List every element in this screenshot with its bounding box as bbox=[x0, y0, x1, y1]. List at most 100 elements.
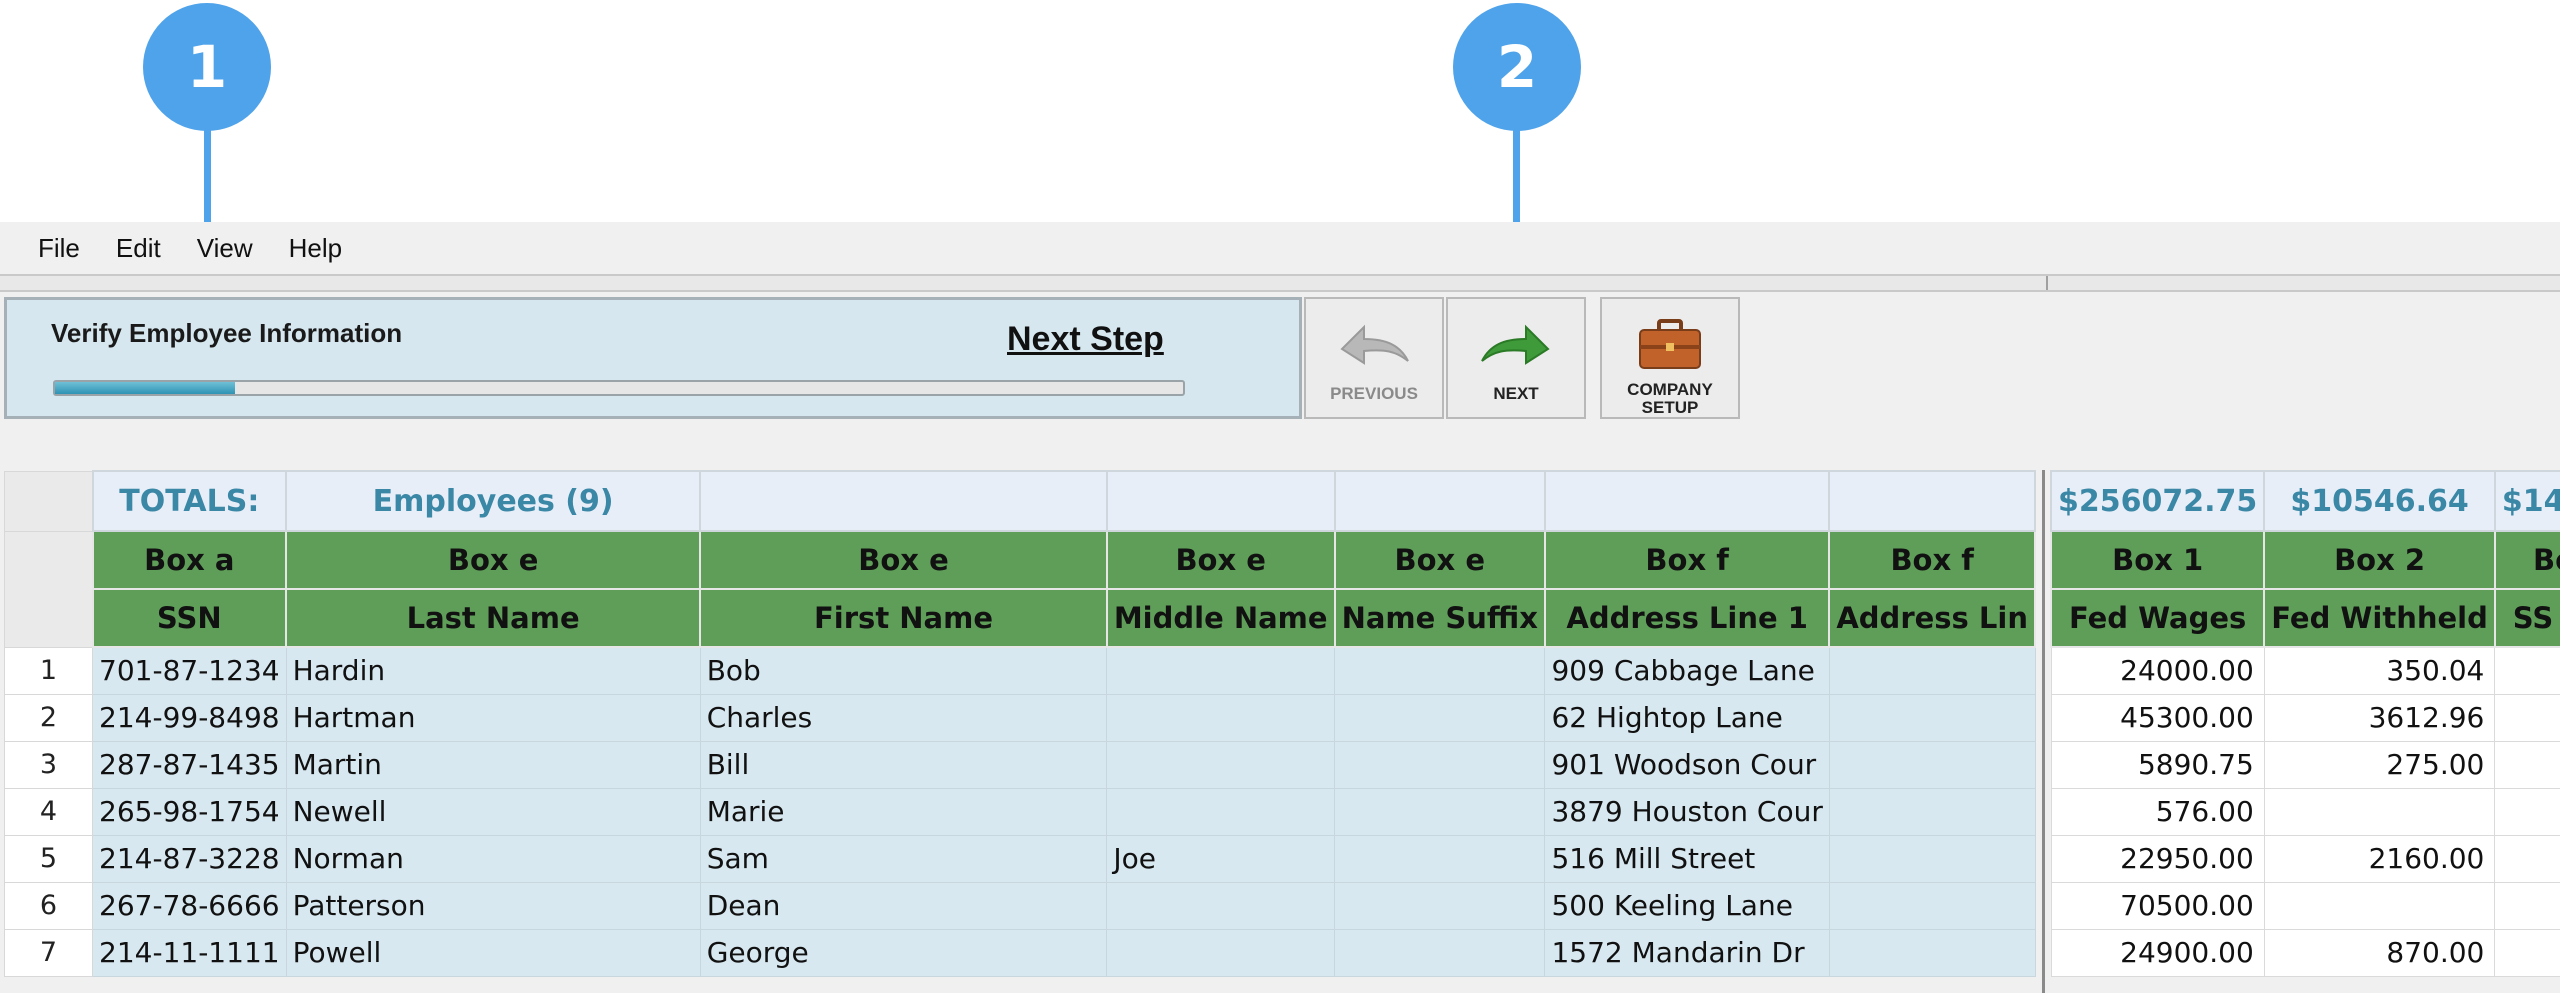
table-cell-5[interactable]: 909 Cabbage Lane bbox=[1544, 646, 1830, 695]
table-cell-2[interactable]: Bob bbox=[699, 646, 1108, 695]
field-header-cell-5: Address Line 1 bbox=[1543, 588, 1831, 648]
table-cell-5[interactable]: 62 Hightop Lane bbox=[1544, 693, 1830, 742]
table-cell-2[interactable]: Bill bbox=[699, 740, 1108, 789]
menu-help[interactable]: Help bbox=[288, 233, 343, 263]
field-header-cell-0: SSN bbox=[91, 588, 288, 648]
wages-table-cell-2[interactable]: 22 bbox=[2494, 834, 2560, 883]
table-cell-6[interactable] bbox=[1828, 740, 2036, 789]
wages-table-cell-1[interactable]: 275.00 bbox=[2263, 740, 2496, 789]
menu-view[interactable]: View bbox=[196, 233, 253, 263]
previous-button[interactable]: PREVIOUS bbox=[1304, 297, 1444, 419]
wages-table-cell-0[interactable]: 576.00 bbox=[2050, 787, 2265, 836]
table-cell-3[interactable]: Joe bbox=[1106, 834, 1336, 883]
table-cell-2[interactable]: Charles bbox=[699, 693, 1108, 742]
table-cell-2[interactable]: Sam bbox=[699, 834, 1108, 883]
table-cell-2[interactable]: Marie bbox=[699, 787, 1108, 836]
wages-table-cell-1[interactable]: 350.04 bbox=[2263, 646, 2496, 695]
wages-table-cell-0[interactable]: 24000.00 bbox=[2050, 646, 2265, 695]
table-cell-1[interactable]: Powell bbox=[285, 928, 701, 977]
row-number: 1 bbox=[4, 646, 94, 695]
table-cell-5[interactable]: 1572 Mandarin Dr bbox=[1544, 928, 1830, 977]
table-cell-0[interactable]: 287-87-1435 bbox=[92, 740, 287, 789]
table-cell-6[interactable] bbox=[1828, 834, 2036, 883]
table-cell-3[interactable] bbox=[1106, 693, 1336, 742]
wages-table-cell-0[interactable]: 24900.00 bbox=[2050, 928, 2265, 977]
table-cell-3[interactable] bbox=[1106, 740, 1336, 789]
table-cell-6[interactable] bbox=[1828, 787, 2036, 836]
wages-table-cell-2[interactable]: 5 bbox=[2494, 740, 2560, 789]
company-setup-button[interactable]: COMPANY SETUP bbox=[1600, 297, 1740, 419]
table-cell-3[interactable] bbox=[1106, 928, 1336, 977]
wages-table-cell-2[interactable] bbox=[2494, 787, 2560, 836]
table-cell-3[interactable] bbox=[1106, 646, 1336, 695]
wages-totals-row: $256072.75$10546.64$1402 bbox=[2050, 470, 2560, 532]
wizard-progress-fill bbox=[55, 382, 236, 394]
wages-table-cell-0[interactable]: 70500.00 bbox=[2050, 881, 2265, 930]
table-cell-3[interactable] bbox=[1106, 881, 1336, 930]
table-cell-6[interactable] bbox=[1828, 646, 2036, 695]
table-cell-0[interactable]: 267-78-6666 bbox=[92, 881, 287, 930]
wages-table-cell-1[interactable] bbox=[2263, 881, 2496, 930]
grid-splitter[interactable] bbox=[2036, 470, 2050, 993]
field-header-cell-1: Last Name bbox=[285, 588, 702, 648]
table-cell-0[interactable]: 214-99-8498 bbox=[92, 693, 287, 742]
table-cell-1[interactable]: Norman bbox=[285, 834, 701, 883]
table-cell-4[interactable] bbox=[1334, 646, 1546, 695]
table-cell-5[interactable]: 901 Woodson Cour bbox=[1544, 740, 1830, 789]
wages-table-cell-2[interactable]: 24 bbox=[2494, 646, 2560, 695]
table-cell-1[interactable]: Martin bbox=[285, 740, 701, 789]
wages-table-cell-1[interactable]: 2160.00 bbox=[2263, 834, 2496, 883]
wages-table-cell-1[interactable]: 3612.96 bbox=[2263, 693, 2496, 742]
table-cell-4[interactable] bbox=[1334, 740, 1546, 789]
grid-corner-2 bbox=[4, 531, 94, 589]
table-cell-1[interactable]: Newell bbox=[285, 787, 701, 836]
wizard-progress-bar bbox=[53, 380, 1185, 396]
table-cell-4[interactable] bbox=[1334, 693, 1546, 742]
wages-field-header-cell-1: Fed Withheld bbox=[2263, 588, 2496, 648]
table-cell-1[interactable]: Hartman bbox=[285, 693, 701, 742]
table-cell-4[interactable] bbox=[1334, 928, 1546, 977]
table-cell-5[interactable]: 3879 Houston Cour bbox=[1544, 787, 1830, 836]
menu-edit[interactable]: Edit bbox=[115, 233, 161, 263]
table-cell-6[interactable] bbox=[1828, 928, 2036, 977]
next-step-link[interactable]: Next Step bbox=[1007, 320, 1164, 358]
table-cell-0[interactable]: 214-87-3228 bbox=[92, 834, 287, 883]
wages-box-header-cell-1: Box 2 bbox=[2263, 530, 2496, 590]
callout-2-badge: 2 bbox=[1453, 3, 1581, 131]
table-cell-4[interactable] bbox=[1334, 787, 1546, 836]
table-cell-1[interactable]: Hardin bbox=[285, 646, 701, 695]
table-cell-0[interactable]: 214-11-1111 bbox=[92, 928, 287, 977]
box-header-cell-0: Box a bbox=[91, 530, 288, 590]
next-button[interactable]: NEXT bbox=[1446, 297, 1586, 419]
arrow-right-icon bbox=[1476, 313, 1556, 381]
table-cell-4[interactable] bbox=[1334, 834, 1546, 883]
wages-table-cell-1[interactable] bbox=[2263, 787, 2496, 836]
table-cell-2[interactable]: George bbox=[699, 928, 1108, 977]
table-cell-2[interactable]: Dean bbox=[699, 881, 1108, 930]
table-cell-5[interactable]: 500 Keeling Lane bbox=[1544, 881, 1830, 930]
wages-table-row: 576.00 bbox=[2050, 787, 2560, 836]
table-cell-0[interactable]: 265-98-1754 bbox=[92, 787, 287, 836]
table-cell-6[interactable] bbox=[1828, 693, 2036, 742]
table-cell-5[interactable]: 516 Mill Street bbox=[1544, 834, 1830, 883]
wages-table-cell-0[interactable]: 45300.00 bbox=[2050, 693, 2265, 742]
wages-table-cell-0[interactable]: 22950.00 bbox=[2050, 834, 2265, 883]
box-header-cell-3: Box e bbox=[1105, 530, 1336, 590]
table-cell-1[interactable]: Patterson bbox=[285, 881, 701, 930]
table-cell-3[interactable] bbox=[1106, 787, 1336, 836]
wages-table-cell-2[interactable] bbox=[2494, 693, 2560, 742]
wages-table-cell-1[interactable]: 870.00 bbox=[2263, 928, 2496, 977]
wages-table-cell-2[interactable]: 24 bbox=[2494, 928, 2560, 977]
menu-file[interactable]: File bbox=[38, 233, 80, 263]
table-cell-4[interactable] bbox=[1334, 881, 1546, 930]
wages-table-cell-0[interactable]: 5890.75 bbox=[2050, 740, 2265, 789]
table-cell-6[interactable] bbox=[1828, 881, 2036, 930]
wages-table-cell-2[interactable] bbox=[2494, 881, 2560, 930]
table-cell-0[interactable]: 701-87-1234 bbox=[92, 646, 287, 695]
